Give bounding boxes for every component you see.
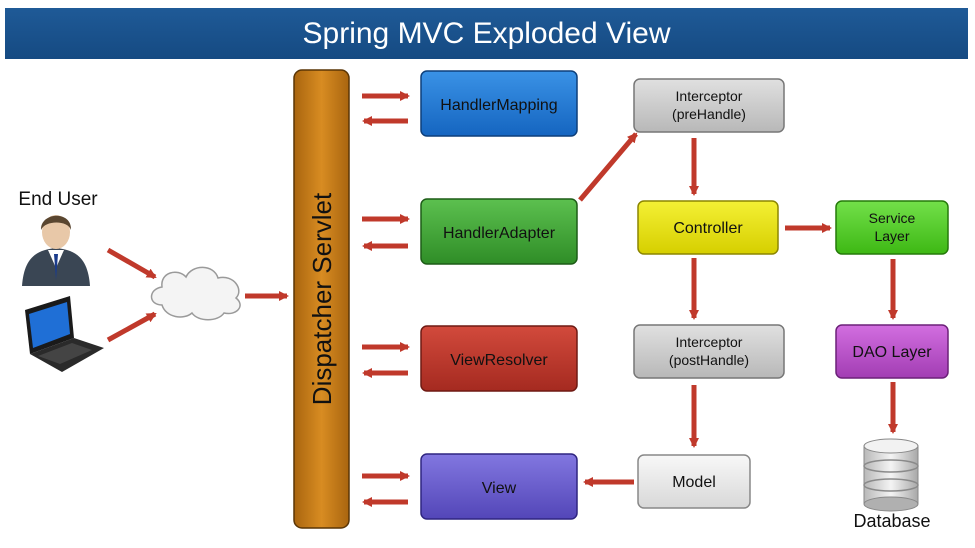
service-layer-line2: Layer: [874, 228, 909, 244]
handler-adapter-box: HandlerAdapter: [420, 198, 578, 265]
service-layer-box: Service Layer: [835, 200, 949, 255]
dao-layer-label: DAO Layer: [852, 344, 932, 361]
arrow-user-to-cloud: [106, 247, 157, 280]
end-user-label: End User: [18, 189, 98, 210]
arrow-adapter-to-interceptor-pre: [578, 132, 638, 202]
interceptor-posthandle-line1: Interceptor: [676, 334, 743, 350]
service-layer-line1: Service: [869, 210, 916, 226]
view-label: View: [482, 480, 517, 497]
interceptor-prehandle-box: Interceptor (preHandle): [633, 78, 785, 133]
dispatcher-servlet-label: Dispatcher Servlet: [307, 192, 337, 405]
arrows: [106, 91, 898, 507]
interceptor-posthandle-line2: (postHandle): [669, 352, 749, 368]
dao-layer-box: DAO Layer: [835, 324, 949, 379]
handler-mapping-label: HandlerMapping: [440, 97, 557, 114]
cloud-icon: [150, 266, 241, 321]
dispatcher-servlet-bar: Dispatcher Servlet: [293, 69, 350, 529]
arrow-laptop-to-cloud: [106, 311, 157, 343]
view-resolver-box: ViewResolver: [420, 325, 578, 392]
handler-mapping-box: HandlerMapping: [420, 70, 578, 137]
view-resolver-label: ViewResolver: [450, 352, 548, 369]
model-label: Model: [672, 474, 716, 491]
model-box: Model: [637, 454, 751, 509]
businessman-icon: [22, 215, 90, 286]
interceptor-prehandle-line2: (preHandle): [672, 106, 746, 122]
laptop-icon: [25, 296, 104, 372]
database-cylinder-icon: [863, 438, 919, 512]
interceptor-prehandle-line1: Interceptor: [676, 88, 743, 104]
handler-adapter-label: HandlerAdapter: [443, 225, 556, 242]
controller-box: Controller: [637, 200, 779, 255]
interceptor-posthandle-box: Interceptor (postHandle): [633, 324, 785, 379]
controller-label: Controller: [673, 220, 743, 237]
view-box: View: [420, 453, 578, 520]
diagram-title: Spring MVC Exploded View: [5, 8, 968, 59]
database-label: Database: [853, 511, 930, 531]
